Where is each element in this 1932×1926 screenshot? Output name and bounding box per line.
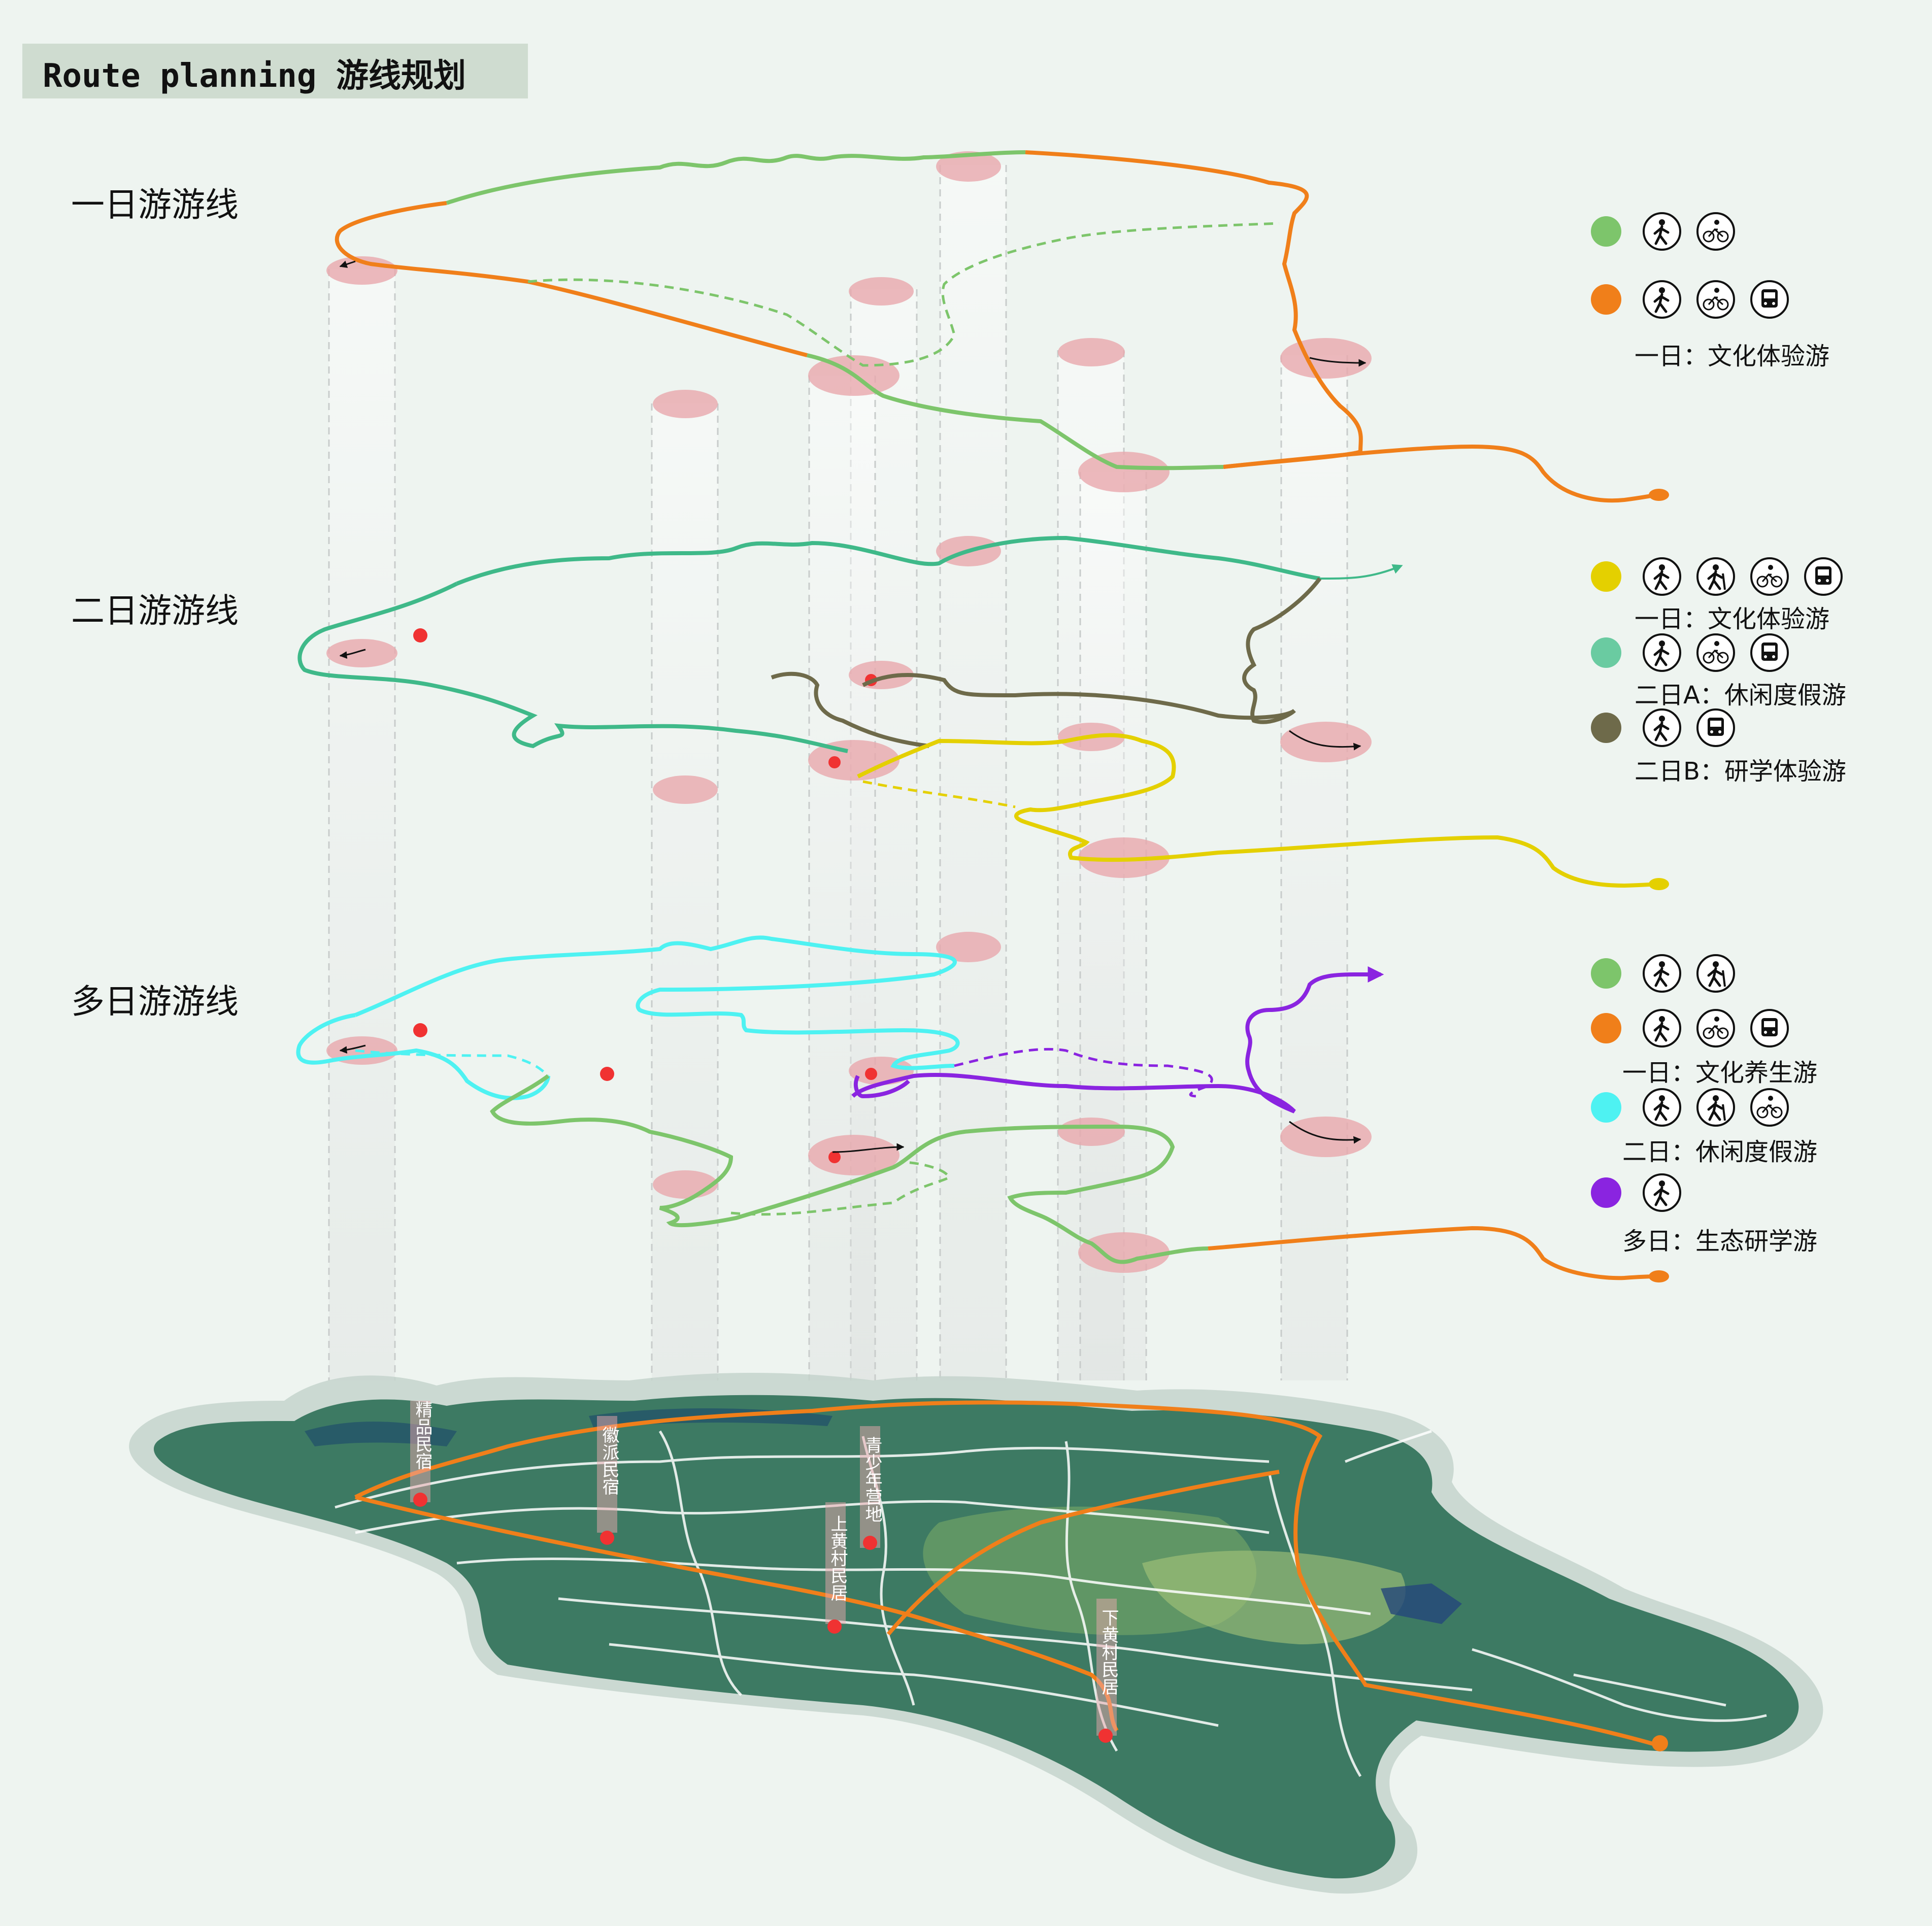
bus-icon bbox=[1750, 1009, 1789, 1048]
legend-color-dot bbox=[1591, 216, 1621, 247]
bike-icon bbox=[1696, 633, 1735, 672]
walk-icon bbox=[1643, 280, 1681, 319]
bus-icon bbox=[1696, 708, 1735, 747]
legend-label-multi-day-cyan: 二日：休闲度假游 bbox=[1622, 1138, 1818, 1166]
map-label-xiahuang-village: 下黄村民居 bbox=[1098, 1609, 1119, 1695]
legend-color-dot bbox=[1591, 1013, 1621, 1043]
level-title-one-day: 一日游游线 bbox=[71, 185, 239, 224]
projection-column bbox=[329, 269, 395, 1380]
walk-icon bbox=[1643, 557, 1681, 596]
projection-column bbox=[1080, 472, 1146, 1380]
map-label-shanghuang-village: 上黄村民居 bbox=[827, 1515, 848, 1601]
legend-graphics bbox=[1591, 212, 1843, 1212]
bike-icon bbox=[1696, 1009, 1735, 1048]
bike-icon bbox=[1750, 1088, 1789, 1127]
bike-icon bbox=[1696, 212, 1735, 251]
bus-icon bbox=[1804, 557, 1843, 596]
map-label-boutique-homestay: 精品民宿 bbox=[412, 1401, 432, 1470]
legend-label-two-day-olive: 二日B：研学体验游 bbox=[1635, 757, 1846, 786]
legend-color-dot bbox=[1591, 713, 1621, 743]
legend-color-dot bbox=[1591, 637, 1621, 668]
walk-icon bbox=[1643, 1088, 1681, 1127]
level-title-two-day: 二日游游线 bbox=[71, 591, 239, 630]
projection-column bbox=[1281, 355, 1347, 1380]
page-title: Route planning 游线规划 bbox=[43, 57, 466, 95]
hike-icon bbox=[1696, 954, 1735, 993]
walk-icon bbox=[1643, 954, 1681, 993]
walk-icon bbox=[1643, 212, 1681, 251]
projection-column bbox=[809, 376, 875, 1380]
terrain-map bbox=[129, 1373, 1823, 1894]
level-multi-day-routes bbox=[296, 932, 1669, 1282]
legend-color-dot bbox=[1591, 958, 1621, 989]
legend-color-dot bbox=[1591, 561, 1621, 592]
hike-icon bbox=[1696, 1088, 1735, 1127]
map-label-hui-style-homestay: 徽派民宿 bbox=[599, 1426, 619, 1495]
walk-icon bbox=[1643, 708, 1681, 747]
level-one-day-routes bbox=[326, 150, 1669, 503]
walk-icon bbox=[1643, 1173, 1681, 1212]
projection-column bbox=[940, 165, 1006, 1380]
bike-icon bbox=[1750, 557, 1789, 596]
legend-color-dot bbox=[1591, 1092, 1621, 1123]
walk-icon bbox=[1643, 1009, 1681, 1048]
legend-label-multi-day-purple: 多日：生态研学游 bbox=[1622, 1227, 1818, 1256]
legend-color-dot bbox=[1591, 284, 1621, 315]
level-title-multi-day: 多日游游线 bbox=[71, 982, 239, 1021]
map-label-youth-camp: 青少年营地 bbox=[862, 1436, 882, 1523]
legend-label-multi-day-orange: 一日：文化养生游 bbox=[1622, 1059, 1818, 1087]
hike-icon bbox=[1696, 557, 1735, 596]
legend-label-two-day-teal: 二日A：休闲度假游 bbox=[1635, 681, 1846, 709]
bike-icon bbox=[1696, 280, 1735, 319]
title-banner bbox=[22, 44, 528, 98]
bus-icon bbox=[1750, 633, 1789, 672]
map-markers bbox=[410, 1401, 1117, 1743]
bus-icon bbox=[1750, 280, 1789, 319]
projection-columns bbox=[328, 165, 1348, 1380]
level-two-day-routes bbox=[297, 535, 1669, 890]
legend-label-two-day-yellow: 一日：文化体验游 bbox=[1635, 605, 1830, 633]
walk-icon bbox=[1643, 633, 1681, 672]
legend-color-dot bbox=[1591, 1177, 1621, 1208]
legend-label-one-day-orange: 一日：文化体验游 bbox=[1635, 342, 1830, 370]
projection-column bbox=[652, 403, 718, 1380]
